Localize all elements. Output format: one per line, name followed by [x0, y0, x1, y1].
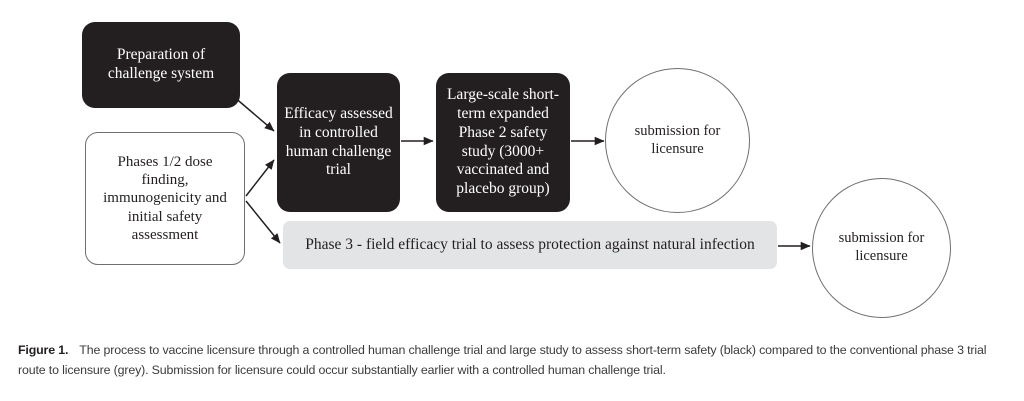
figure-caption-label: Figure 1.: [18, 343, 69, 357]
node-preparation-of-challenge-system: Preparation of challenge system: [82, 22, 240, 108]
arrow-phases-to-efficacy: [245, 159, 275, 197]
node-phase2-label: Large-scale short- term expanded Phase 2…: [446, 85, 560, 198]
node-phase3-label: Phase 3 - field efficacy trial to assess…: [305, 235, 755, 253]
node-phase-3-field-efficacy-trial: Phase 3 - field efficacy trial to assess…: [283, 221, 777, 269]
node-submission-chc-label: submission for licensure: [634, 122, 721, 157]
node-phases-label: Phases 1/2 dose finding, immunogenicity …: [103, 153, 227, 243]
node-submission-conventional-label: submission for licensure: [838, 230, 925, 264]
figure-diagram: Preparation of challenge system Phases 1…: [82, 22, 951, 318]
node-submission-for-licensure-conventional: submission for licensure: [812, 178, 951, 318]
node-efficacy-label: Efficacy assessed in controlled human ch…: [284, 104, 393, 179]
node-submission-for-licensure-challenge: submission for licensure: [605, 68, 750, 213]
connector-layer: [232, 95, 811, 251]
node-preparation-label: Preparation of challenge system: [107, 46, 215, 82]
node-large-scale-phase-2-safety-study: Large-scale short- term expanded Phase 2…: [436, 73, 570, 212]
figure-caption: Figure 1.The process to vaccine licensur…: [18, 340, 1008, 380]
arrow-preparation-to-efficacy: [232, 95, 275, 132]
node-efficacy-assessed-challenge-trial: Efficacy assessed in controlled human ch…: [277, 73, 400, 212]
figure-caption-text: The process to vaccine licensure through…: [18, 343, 987, 378]
arrow-phases-to-phase3: [245, 200, 281, 244]
node-phases-1-2-dose-finding: Phases 1/2 dose finding, immunogenicity …: [85, 132, 245, 265]
